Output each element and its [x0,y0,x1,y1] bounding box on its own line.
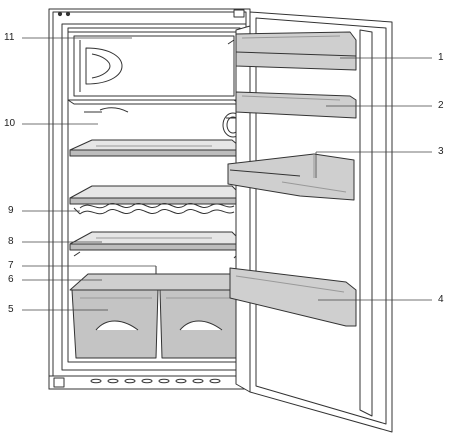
callout-1: 1 [438,52,444,63]
fridge-door [235,11,393,433]
glass-shelf-top [69,139,245,157]
callout-7: 7 [8,260,14,271]
callout-9: 9 [8,205,14,216]
callout-2: 2 [438,100,444,111]
vent-grille [90,378,221,384]
door-bin-2 [235,91,357,119]
door-bin-3 [227,153,355,201]
crisper-drawer-left [71,289,159,359]
leader-lines [22,37,432,311]
crisper-drawer-right [159,289,241,359]
callout-5: 5 [8,304,14,315]
wine-rack [69,185,245,215]
door-bin-1 [235,31,357,71]
callout-6: 6 [8,274,14,285]
callout-4: 4 [438,294,444,305]
callout-3: 3 [438,146,444,157]
door-bin-4 [229,267,357,327]
freezer-compartment [67,31,241,105]
callout-11: 11 [4,32,15,43]
callout-10: 10 [4,118,16,129]
callout-8: 8 [8,236,14,247]
